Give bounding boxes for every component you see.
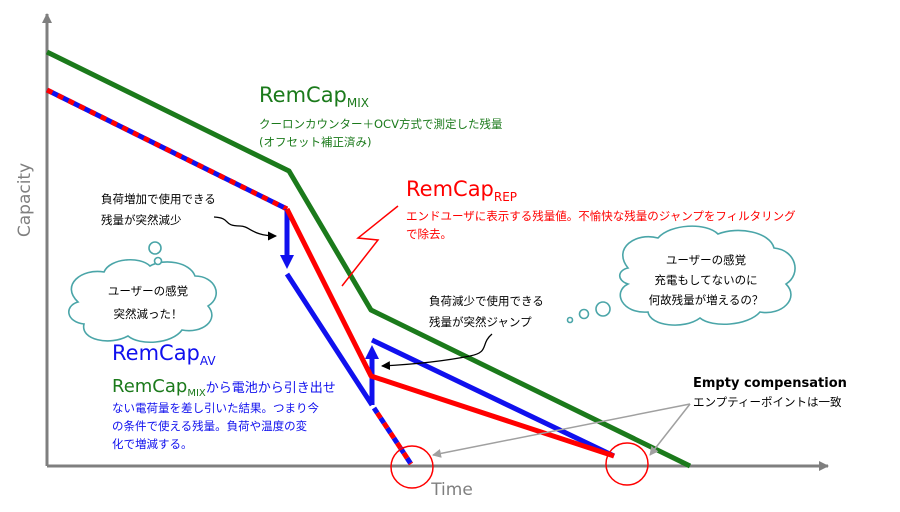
bubble-left-line-2: 突然減った！ <box>114 307 183 321</box>
remcap-av-label: RemCapAV <box>112 341 216 368</box>
remcap-mix-desc-1: クーロンカウンター＋OCV方式で測定した残量 <box>259 117 502 131</box>
empty-compensation-title: Empty compensation <box>693 376 847 391</box>
rep-squiggle-pointer <box>341 205 399 287</box>
bubble-left-line-1: ユーザーの感覚 <box>108 284 188 298</box>
remcap-mix-line <box>45 49 692 469</box>
bubble-right-line-1: ユーザーの感覚 <box>666 253 746 267</box>
remcap-rep-desc-1: エンドユーザに表示する残量値。不愉快な残量のジャンプをフィルタリング <box>406 209 796 223</box>
jump-note-line-1: 負荷減少で使用できる <box>429 294 544 308</box>
empty-pointer-left <box>432 403 691 458</box>
jump-note-pointer <box>381 333 493 371</box>
remcap-av-line <box>284 272 375 407</box>
empty-point-circle-left <box>390 445 434 489</box>
thought-bubble-right <box>566 225 796 326</box>
remcap-mix-label: RemCapMIX <box>259 83 369 110</box>
remcap-av-desc-1: RemCapMIXから電池から引き出せ <box>112 376 336 399</box>
y-axis-label: Capacity <box>15 163 35 237</box>
remcap-av-line-2 <box>370 337 616 459</box>
thought-bubble-left <box>68 241 217 344</box>
remcap-av-desc-3: の条件で使える残量。負荷や温度の変 <box>112 419 308 433</box>
empty-point-circle-right <box>605 442 649 486</box>
empty-pointer-right <box>649 403 691 456</box>
remcap-av-desc-4: 化で増減する。 <box>112 437 193 451</box>
drop-note-line-1: 負荷増加で使用できる <box>101 192 216 206</box>
bubble-right-line-3: 何故残量が増えるの？ <box>649 293 764 307</box>
remcap-rep-line <box>284 207 615 459</box>
drop-note-line-2: 残量が突然減少 <box>101 213 182 227</box>
remcap-common-red-dash <box>45 87 289 212</box>
bubble-right-line-2: 充電もしてないのに <box>654 273 757 287</box>
remcap-rep-projection <box>371 406 414 466</box>
empty-compensation-desc: エンプティーポイントは一致 <box>693 395 842 409</box>
remcap-rep-label: RemCapREP <box>406 177 517 204</box>
drop-note-pointer <box>213 216 277 241</box>
remcap-mix-desc-2: (オフセット補正済み) <box>259 135 371 149</box>
x-axis-label: Time <box>430 480 473 500</box>
remcap-av-desc-2: ない電荷量を差し引いた結果。つまり今 <box>112 401 319 415</box>
remcap-rep-desc-2: で除去。 <box>406 227 452 241</box>
jump-note-line-2: 残量が突然ジャンプ <box>429 315 532 329</box>
